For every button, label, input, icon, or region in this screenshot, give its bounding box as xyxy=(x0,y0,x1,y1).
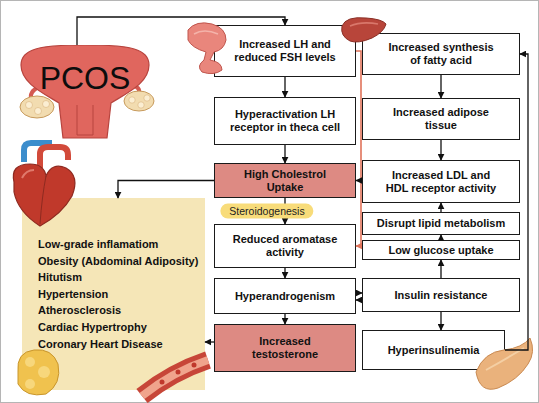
arrow-connector xyxy=(284,268,285,278)
arrow-connector xyxy=(356,51,361,246)
box-label: Increased testosterone xyxy=(229,335,341,361)
highlight-box: Increased testosterone xyxy=(214,324,356,372)
arrow-connector xyxy=(284,314,285,324)
box-label: Hyperactivation LH receptor in theca cel… xyxy=(223,108,347,134)
box-label: Insulin resistance xyxy=(395,289,488,302)
process-box: Low glucose uptake xyxy=(362,240,520,260)
list-item: Hitutism xyxy=(38,269,82,286)
box-label: Reduced aromatase activity xyxy=(223,233,347,259)
process-box: Hyperactivation LH receptor in theca cel… xyxy=(214,97,356,145)
box-label: Increased LH and reduced FSH levels xyxy=(223,38,347,64)
box-label: Disrupt lipid metabolism xyxy=(377,217,505,230)
process-box: Increased synthesis of fatty acid xyxy=(362,33,520,75)
list-item: Obesity (Abdominal Adiposity) xyxy=(38,253,198,270)
list-item: Atherosclerosis xyxy=(38,302,121,319)
process-box: Increased LH and reduced FSH levels xyxy=(214,25,356,77)
outcome-panel: Low-grade inflamatiomObesity (Abdominal … xyxy=(22,198,205,390)
arrow-connector xyxy=(440,75,441,98)
edge-label: Steroidogenesis xyxy=(220,204,313,219)
box-label: Increased synthesis of fatty acid xyxy=(385,41,497,67)
process-box: Disrupt lipid metabolism xyxy=(362,212,520,235)
arrow-connector xyxy=(284,77,285,97)
list-item: Hypertension xyxy=(38,286,108,303)
box-label: Increased adipose tissue xyxy=(385,106,497,132)
arrow-connector xyxy=(440,260,441,278)
box-label: Increased LDL and HDL receptor activity xyxy=(383,169,499,195)
shape-label: PCOS xyxy=(40,61,131,95)
box-label: Hyperandrogenism xyxy=(235,290,335,303)
box-label: Low glucose uptake xyxy=(388,244,493,257)
process-box: Increased LDL and HDL receptor activity xyxy=(362,160,520,203)
list-item: Low-grade inflamatiom xyxy=(38,236,158,253)
process-box: Reduced aromatase activity xyxy=(214,224,356,268)
arrow-connector xyxy=(118,181,214,199)
uterus-shape: PCOS xyxy=(15,45,155,140)
process-box: Increased adipose tissue xyxy=(362,98,520,140)
process-box: Insulin resistance xyxy=(362,278,520,312)
process-box: Hyperinsulinemia xyxy=(362,330,505,370)
arrow-connector xyxy=(440,312,441,330)
list-item: Cardiac Hypertrophy xyxy=(38,319,147,336)
arrow-connector xyxy=(440,203,441,212)
arrow-connector xyxy=(205,341,214,342)
list-item: Coronary Heart Disease xyxy=(38,336,163,353)
box-label: Hyperinsulinemia xyxy=(388,344,480,357)
box-label: High Cholestrol Uptake xyxy=(229,168,341,194)
arrow-connector xyxy=(440,140,441,160)
highlight-box: High Cholestrol Uptake xyxy=(214,163,356,198)
arrow-connector xyxy=(284,145,285,163)
process-box: Hyperandrogenism xyxy=(214,278,356,314)
